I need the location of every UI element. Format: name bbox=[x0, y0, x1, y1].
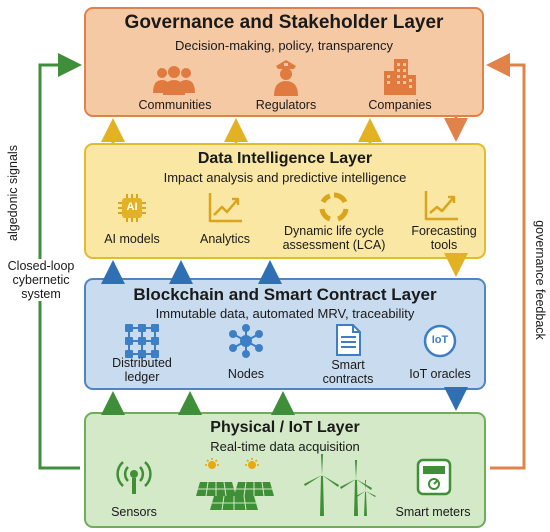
companies-label: Companies bbox=[368, 98, 432, 112]
data-intelligence-layer: Data Intelligence Layer Impact analysis … bbox=[84, 143, 486, 259]
ai-models-label: AI models bbox=[104, 232, 160, 246]
forecasting-label: Forecasting tools bbox=[411, 224, 477, 252]
distributed-ledger-label: Distributed ledger bbox=[112, 356, 172, 384]
blockchain-layer: Blockchain and Smart Contract Layer Immu… bbox=[84, 278, 486, 390]
governance-layer: Governance and Stakeholder Layer Decisio… bbox=[84, 7, 484, 117]
governance-feedback-container: governance feedback bbox=[530, 200, 550, 360]
physical-layer-title: Physical / IoT Layer bbox=[210, 419, 360, 436]
regulator-icon bbox=[274, 60, 298, 96]
lca-label: Dynamic life cycle assessment (LCA) bbox=[282, 224, 386, 252]
nodes-label: Nodes bbox=[227, 367, 265, 381]
smart-meter-icon bbox=[416, 458, 452, 496]
iot-oracle-icon: IoT bbox=[423, 324, 457, 358]
iot-icon-text: IoT bbox=[431, 334, 449, 346]
solar-panels-icon bbox=[196, 458, 274, 511]
governance-layer-title: Governance and Stakeholder Layer bbox=[124, 12, 444, 33]
regulators-label: Regulators bbox=[255, 98, 317, 112]
smart-contract-icon bbox=[336, 324, 361, 356]
closed-loop-label: Closed-loop cybernetic system bbox=[1, 259, 81, 301]
communities-label: Communities bbox=[138, 98, 212, 112]
nodes-icon bbox=[229, 324, 263, 358]
wind-turbines-icon bbox=[304, 454, 376, 516]
analytics-label: Analytics bbox=[199, 232, 251, 246]
ai-chip-icon: AI bbox=[118, 194, 146, 222]
ledger-grid-icon bbox=[125, 324, 159, 358]
sensor-icon bbox=[116, 461, 152, 494]
physical-layer-subtitle: Real-time data acquisition bbox=[210, 439, 360, 454]
data-layer-subtitle: Impact analysis and predictive intellige… bbox=[163, 170, 407, 185]
analytics-icon bbox=[208, 193, 242, 223]
iot-oracles-label: IoT oracles bbox=[409, 367, 471, 381]
forecasting-icon bbox=[424, 191, 458, 221]
governance-feedback-label: governance feedback bbox=[533, 220, 547, 340]
communities-icon bbox=[153, 66, 195, 95]
ai-chip-text: AI bbox=[126, 201, 138, 213]
lca-cycle-icon bbox=[319, 192, 349, 222]
algedonic-signals-label: algedonic signals bbox=[6, 145, 20, 241]
algedonic-signals-container: algedonic signals bbox=[2, 128, 24, 258]
sensors-label: Sensors bbox=[111, 505, 157, 519]
smart-meters-label: Smart meters bbox=[395, 505, 471, 519]
blockchain-layer-title: Blockchain and Smart Contract Layer bbox=[133, 285, 437, 304]
blockchain-layer-subtitle: Immutable data, automated MRV, traceabil… bbox=[155, 306, 415, 321]
companies-icon bbox=[384, 59, 416, 95]
smart-contracts-label: Smart contracts bbox=[322, 358, 374, 386]
governance-layer-subtitle: Decision-making, policy, transparency bbox=[175, 38, 393, 53]
data-layer-title: Data Intelligence Layer bbox=[197, 150, 373, 167]
governance-feedback-loop bbox=[486, 53, 526, 470]
